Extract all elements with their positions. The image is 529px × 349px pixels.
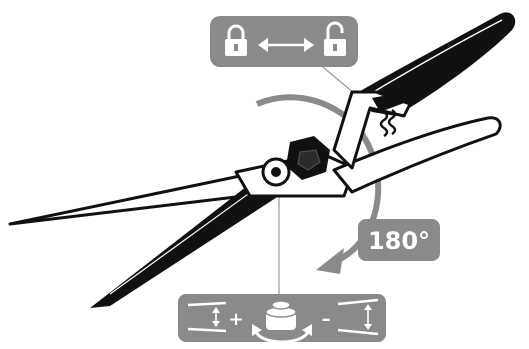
adjust-knob-icon (252, 300, 312, 344)
rotation-badge: 180° (358, 219, 440, 261)
tension-bolt-center (271, 167, 281, 177)
lock-lever (372, 92, 412, 112)
lock-badge (210, 16, 358, 67)
padlock-open-icon (324, 21, 346, 56)
rotation-arrowhead-icon (316, 248, 344, 274)
padlock-closed-icon (225, 24, 247, 56)
upper-blade (90, 176, 288, 308)
tension-badge: + – (178, 294, 386, 344)
upper-handle (352, 12, 516, 116)
handle-linkage (332, 90, 412, 170)
rotation-label: 180° (368, 227, 430, 255)
shears (8, 12, 516, 308)
tension-plus-sign: + (228, 309, 243, 330)
lock-badge-bg (210, 16, 358, 67)
double-arrow-icon (258, 38, 314, 52)
pivot-hex-nut-face (297, 149, 321, 171)
blade-gap-narrow-icon (187, 301, 227, 333)
lower-handle (332, 116, 502, 194)
rotation-badge-bg (358, 219, 440, 261)
upper-blade-highlight (109, 183, 263, 295)
blade-gap-wide-icon (337, 298, 379, 336)
spring-coil (379, 109, 397, 137)
tension-minus-sign: – (322, 309, 331, 330)
